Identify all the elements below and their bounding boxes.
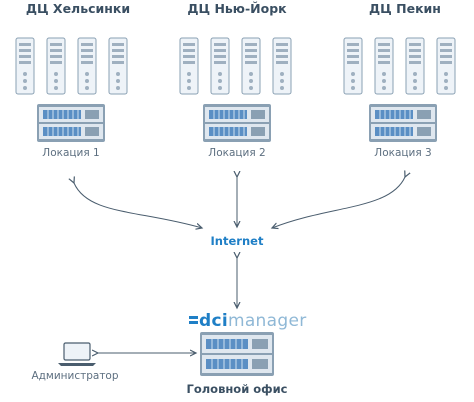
head-office-server — [200, 332, 274, 376]
location-1-title: ДЦ Хельсинки — [25, 1, 131, 16]
location-3-servers — [343, 37, 456, 143]
brand-mark: dci — [199, 311, 228, 331]
location-3-title: ДЦ Пекин — [369, 1, 441, 16]
head-office-label: Головной офис — [186, 382, 288, 396]
dcimanager-logo: dcimanager — [188, 311, 307, 331]
arrow-location-3-internet — [272, 177, 405, 228]
location-3-label: Локация 3 — [374, 147, 432, 159]
arrow-location-1-internet — [74, 183, 202, 228]
connection-arrows — [74, 177, 405, 353]
admin-label: Администратор — [31, 370, 119, 382]
laptop-icon — [58, 342, 96, 366]
location-2-label: Локация 2 — [208, 147, 266, 159]
location-1-servers — [15, 37, 128, 143]
brand-word: manager — [227, 311, 307, 331]
internet-label: Internet — [210, 234, 264, 248]
location-1-label: Локация 1 — [42, 147, 100, 159]
location-2-title: ДЦ Нью-Йорк — [187, 1, 287, 16]
dcimanager-logo-mark — [189, 316, 198, 324]
location-2-servers — [179, 37, 292, 143]
